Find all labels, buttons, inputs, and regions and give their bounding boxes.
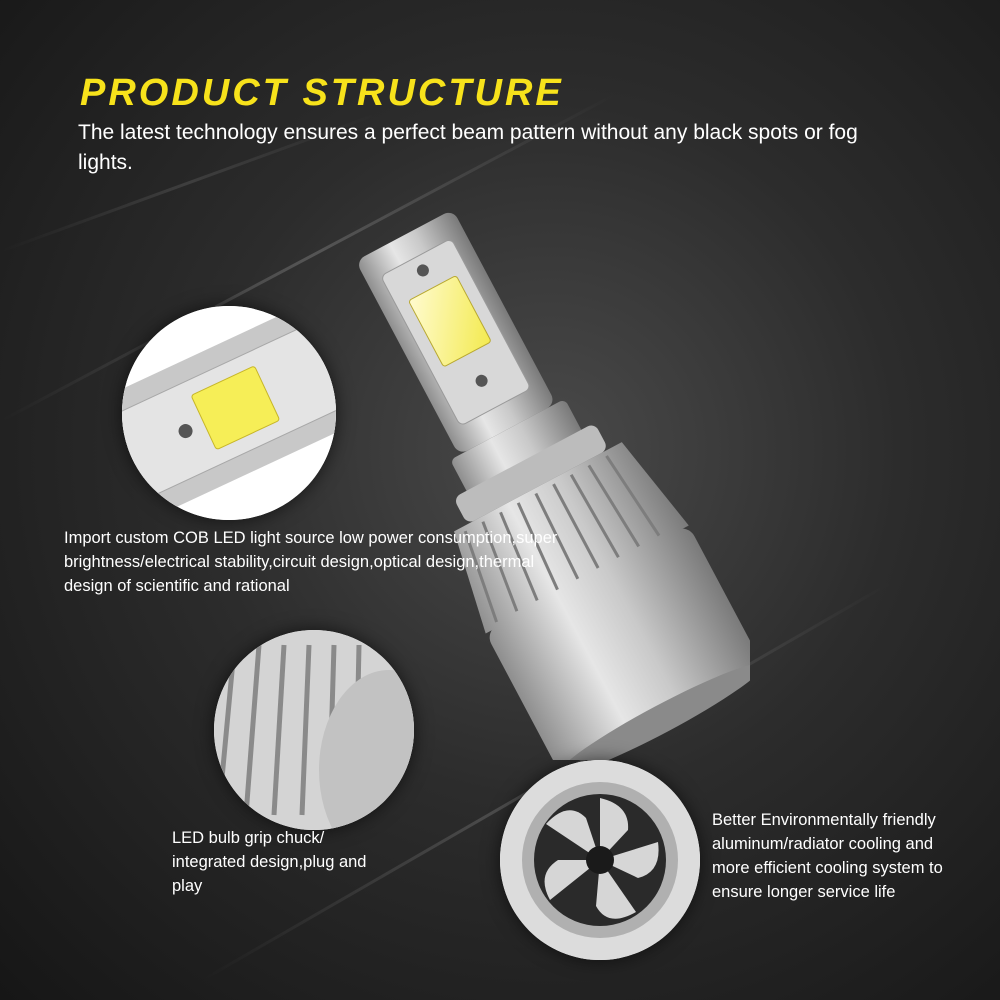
caption-chuck: LED bulb grip chuck/ integrated design,p…	[172, 829, 367, 895]
page-subtitle: The latest technology ensures a perfect …	[78, 121, 858, 174]
led-bulb-icon	[330, 200, 750, 760]
heatsink-closeup	[214, 630, 414, 830]
caption-cooling: Better Environmentally friendly aluminum…	[712, 811, 943, 901]
cob-chip-icon	[122, 306, 336, 520]
cooling-fan-closeup	[500, 760, 700, 960]
heatsink-fins-icon	[214, 630, 414, 830]
page-title: PRODUCT STRUCTURE	[80, 72, 564, 114]
cob-chip-closeup	[122, 306, 336, 520]
caption-cob: Import custom COB LED light source low p…	[64, 529, 558, 595]
cooling-fan-icon	[500, 760, 700, 960]
